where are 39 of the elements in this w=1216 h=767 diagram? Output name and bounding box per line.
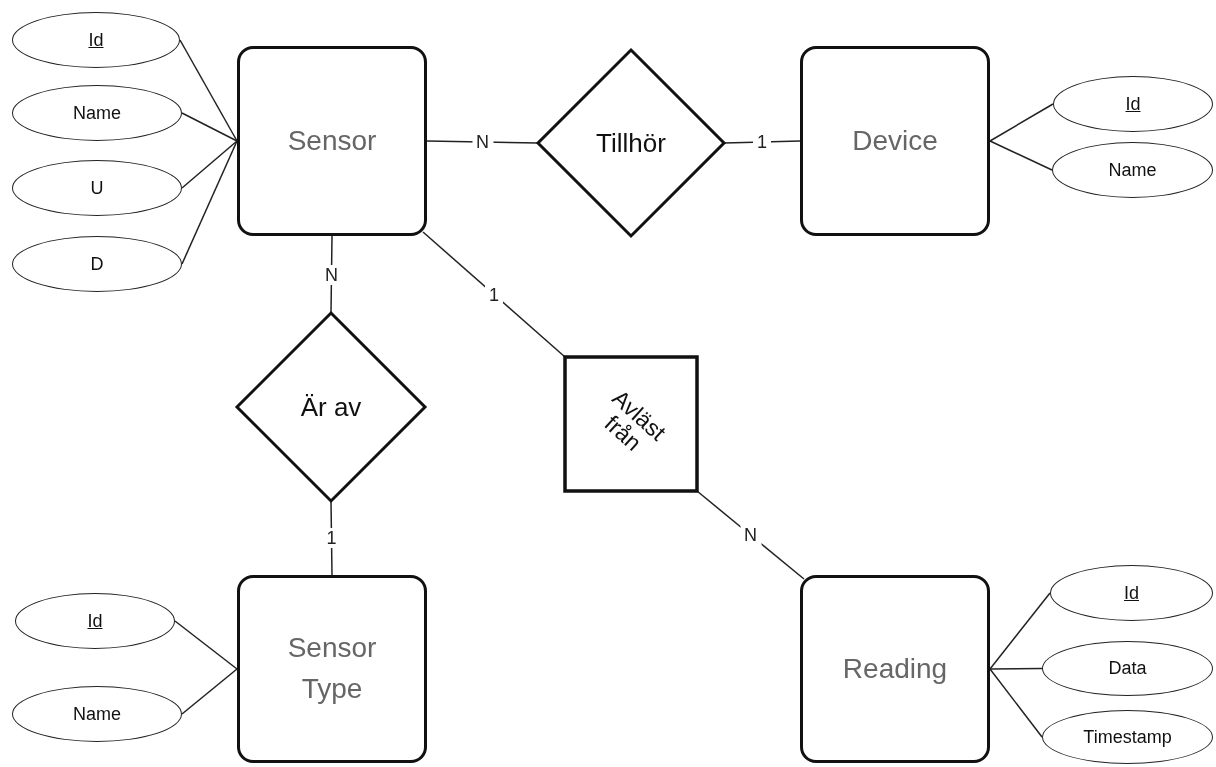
connector-line <box>989 667 1043 670</box>
connector-line <box>181 668 238 715</box>
connector-line <box>179 39 238 142</box>
connector-line <box>174 620 238 670</box>
connector-line <box>426 140 539 144</box>
entity-box <box>237 46 427 236</box>
attribute-name: D <box>90 253 104 275</box>
relationship-name: Är av <box>300 391 362 423</box>
attribute-name: Id <box>1125 93 1141 115</box>
connector-line <box>181 140 238 265</box>
entity-box <box>800 575 990 763</box>
attribute-name: U <box>90 177 104 199</box>
entity-box <box>800 46 990 236</box>
entity-name: Reading <box>841 651 949 686</box>
entity-name: Sensor Type <box>286 631 378 706</box>
attribute-name: Id <box>1124 582 1139 604</box>
attribute-name: Name <box>73 703 121 725</box>
connector-line <box>330 235 333 314</box>
cardinality-label: 1 <box>485 284 503 305</box>
connector-line <box>723 140 801 144</box>
attribute-name: Id <box>87 610 103 632</box>
attribute-name: Name <box>73 102 121 124</box>
connector-line <box>989 103 1054 142</box>
connector-line <box>181 112 238 142</box>
connector-line <box>181 140 238 189</box>
connector-line <box>989 668 1043 738</box>
connector-line <box>422 231 566 358</box>
connector-line <box>989 140 1053 171</box>
connector-line <box>696 490 805 580</box>
attribute-name: Id <box>88 29 104 51</box>
attribute-name: Timestamp <box>1083 726 1172 748</box>
entity-box <box>237 575 427 763</box>
cardinality-label: N <box>740 525 761 545</box>
attribute-name: Data <box>1108 658 1147 679</box>
attribute-name: Name <box>1108 159 1157 181</box>
entity-name: Device <box>851 123 939 158</box>
connector-line <box>989 592 1051 670</box>
relationship-name: Tillhör <box>596 127 666 159</box>
entity-name: Sensor <box>286 123 378 158</box>
